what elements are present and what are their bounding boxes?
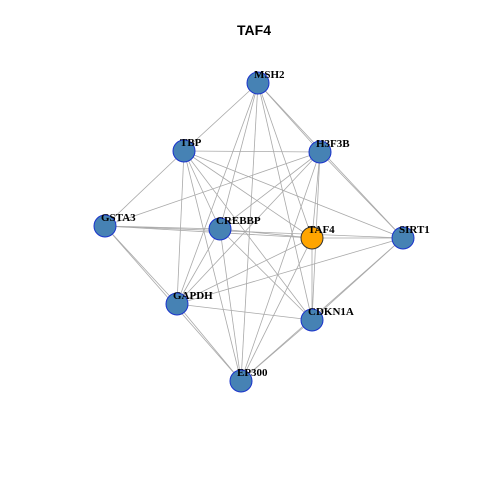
edge-msh2-tbp (183, 82, 259, 152)
edge-gsta3-gapdh (104, 225, 178, 305)
edge-tbp-h3f3b (183, 150, 321, 153)
edge-gapdh-ep300 (176, 303, 242, 382)
edge-sirt1-gapdh (176, 237, 404, 305)
node-gsta3[interactable] (93, 214, 117, 238)
edge-tbp-gapdh (176, 150, 185, 305)
node-tbp[interactable] (172, 139, 196, 163)
node-label-ep300: EP300 (237, 367, 268, 379)
edge-msh2-crebbp (219, 82, 259, 230)
node-cdkn1a[interactable] (300, 308, 324, 332)
edge-h3f3b-gapdh (176, 151, 321, 305)
edge-gsta3-taf4 (104, 225, 313, 239)
edge-crebbp-ep300 (219, 228, 242, 382)
edge-gapdh-cdkn1a (176, 303, 313, 321)
node-label-crebbp: CREBBP (216, 215, 261, 227)
edge-crebbp-gapdh (176, 228, 221, 305)
edge-cdkn1a-ep300 (240, 319, 313, 382)
edge-taf4-ep300 (240, 237, 313, 382)
node-label-h3f3b: H3F3B (316, 138, 350, 150)
node-sirt1[interactable] (391, 226, 415, 250)
edge-tbp-taf4 (183, 150, 313, 239)
node-label-tbp: TBP (180, 137, 202, 149)
edge-sirt1-ep300 (240, 237, 404, 382)
edge-msh2-taf4 (257, 82, 313, 239)
node-layer (93, 71, 415, 393)
edge-tbp-crebbp (183, 150, 221, 230)
edge-tbp-gsta3 (104, 150, 185, 227)
node-msh2[interactable] (246, 71, 270, 95)
edge-crebbp-taf4 (219, 228, 313, 239)
node-label-gapdh: GAPDH (173, 290, 213, 302)
node-label-cdkn1a: CDKN1A (308, 306, 354, 318)
edge-h3f3b-sirt1 (319, 151, 404, 239)
edge-tbp-sirt1 (183, 150, 404, 239)
node-label-taf4: TAF4 (308, 224, 335, 236)
node-taf4[interactable] (300, 226, 324, 250)
edge-h3f3b-taf4 (311, 151, 321, 239)
graph-title: TAF4 (237, 22, 271, 38)
edge-layer (104, 82, 404, 382)
edge-msh2-gapdh (176, 82, 259, 305)
node-label-sirt1: SIRT1 (399, 224, 430, 236)
edge-taf4-gapdh (176, 237, 313, 305)
edge-h3f3b-ep300 (240, 151, 321, 382)
edge-crebbp-cdkn1a (219, 228, 313, 321)
node-label-gsta3: GSTA3 (101, 212, 136, 224)
edge-h3f3b-gsta3 (104, 151, 321, 227)
node-gapdh[interactable] (165, 292, 189, 316)
node-label-msh2: MSH2 (254, 69, 285, 81)
edge-h3f3b-crebbp (219, 151, 321, 230)
edge-msh2-sirt1 (257, 82, 404, 239)
node-ep300[interactable] (229, 369, 253, 393)
node-crebbp[interactable] (208, 217, 232, 241)
edge-msh2-cdkn1a (257, 82, 313, 321)
edge-tbp-cdkn1a (183, 150, 313, 321)
node-h3f3b[interactable] (308, 140, 332, 164)
